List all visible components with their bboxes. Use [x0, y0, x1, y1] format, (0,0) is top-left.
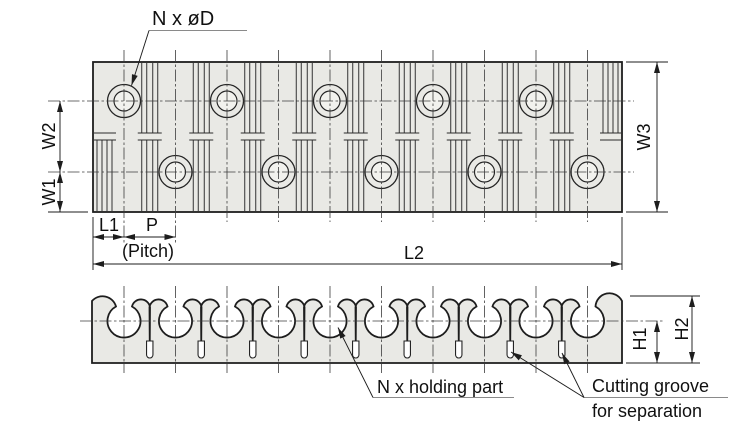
l2-label: L2: [404, 243, 424, 263]
cutting-groove-callout-line1: Cutting groove: [592, 376, 709, 396]
labels-layer: N x øD W2 W1 W3 L1 P (Pitch) L2 H1 H2 N …: [39, 8, 709, 421]
leader-arrow: [562, 353, 570, 365]
dimension-arrow: [689, 296, 695, 307]
dimension-arrow: [93, 261, 104, 267]
dimension-arrow: [113, 234, 124, 240]
dimension-arrow: [57, 201, 63, 212]
dimension-arrow: [654, 352, 660, 363]
cutting-groove: [506, 340, 514, 359]
dimension-arrow: [57, 161, 63, 172]
h2-label: H2: [672, 317, 692, 340]
holder-profile-outline: [91, 292, 623, 364]
cutting-groove: [455, 340, 463, 359]
cutting-groove: [146, 340, 154, 359]
side-profile-view: [80, 286, 665, 373]
l1-label: L1: [99, 215, 119, 235]
dimension-arrow: [124, 234, 135, 240]
dimension-annotations: [48, 30, 728, 398]
leader-arrow: [338, 327, 346, 339]
dimension-arrow: [164, 234, 176, 240]
cutting-groove: [403, 340, 411, 359]
dimension-arrow: [689, 352, 695, 363]
hole-callout-label: N x øD: [152, 8, 214, 30]
pitch-label: P: [146, 215, 158, 235]
top-view: [48, 50, 634, 243]
dimension-arrow: [654, 201, 660, 212]
cutting-groove-leader: [510, 351, 585, 398]
leader-arrow: [131, 74, 138, 86]
dimension-arrow: [654, 62, 660, 73]
dimension-arrow: [654, 321, 660, 332]
w1-label: W1: [39, 179, 59, 206]
plate-outline: [92, 61, 623, 213]
cutting-groove: [197, 340, 205, 359]
cutting-groove: [558, 340, 566, 359]
dimension-arrow: [611, 261, 622, 267]
dimension-arrow: [57, 101, 63, 112]
holding-part-leader: [337, 327, 374, 398]
w2-label: W2: [39, 123, 59, 150]
cutting-groove: [249, 340, 257, 359]
leader-arrow: [511, 352, 522, 361]
w3-label: W3: [634, 124, 654, 151]
cutting-groove-callout-line2: for separation: [592, 401, 702, 421]
pitch-note-label: (Pitch): [122, 241, 174, 261]
cutting-groove: [300, 340, 308, 359]
cutting-groove: [352, 340, 360, 359]
dimension-arrow: [93, 234, 104, 240]
dimension-arrow: [57, 172, 63, 183]
holding-part-callout-label: N x holding part: [377, 377, 503, 397]
h1-label: H1: [630, 327, 650, 350]
